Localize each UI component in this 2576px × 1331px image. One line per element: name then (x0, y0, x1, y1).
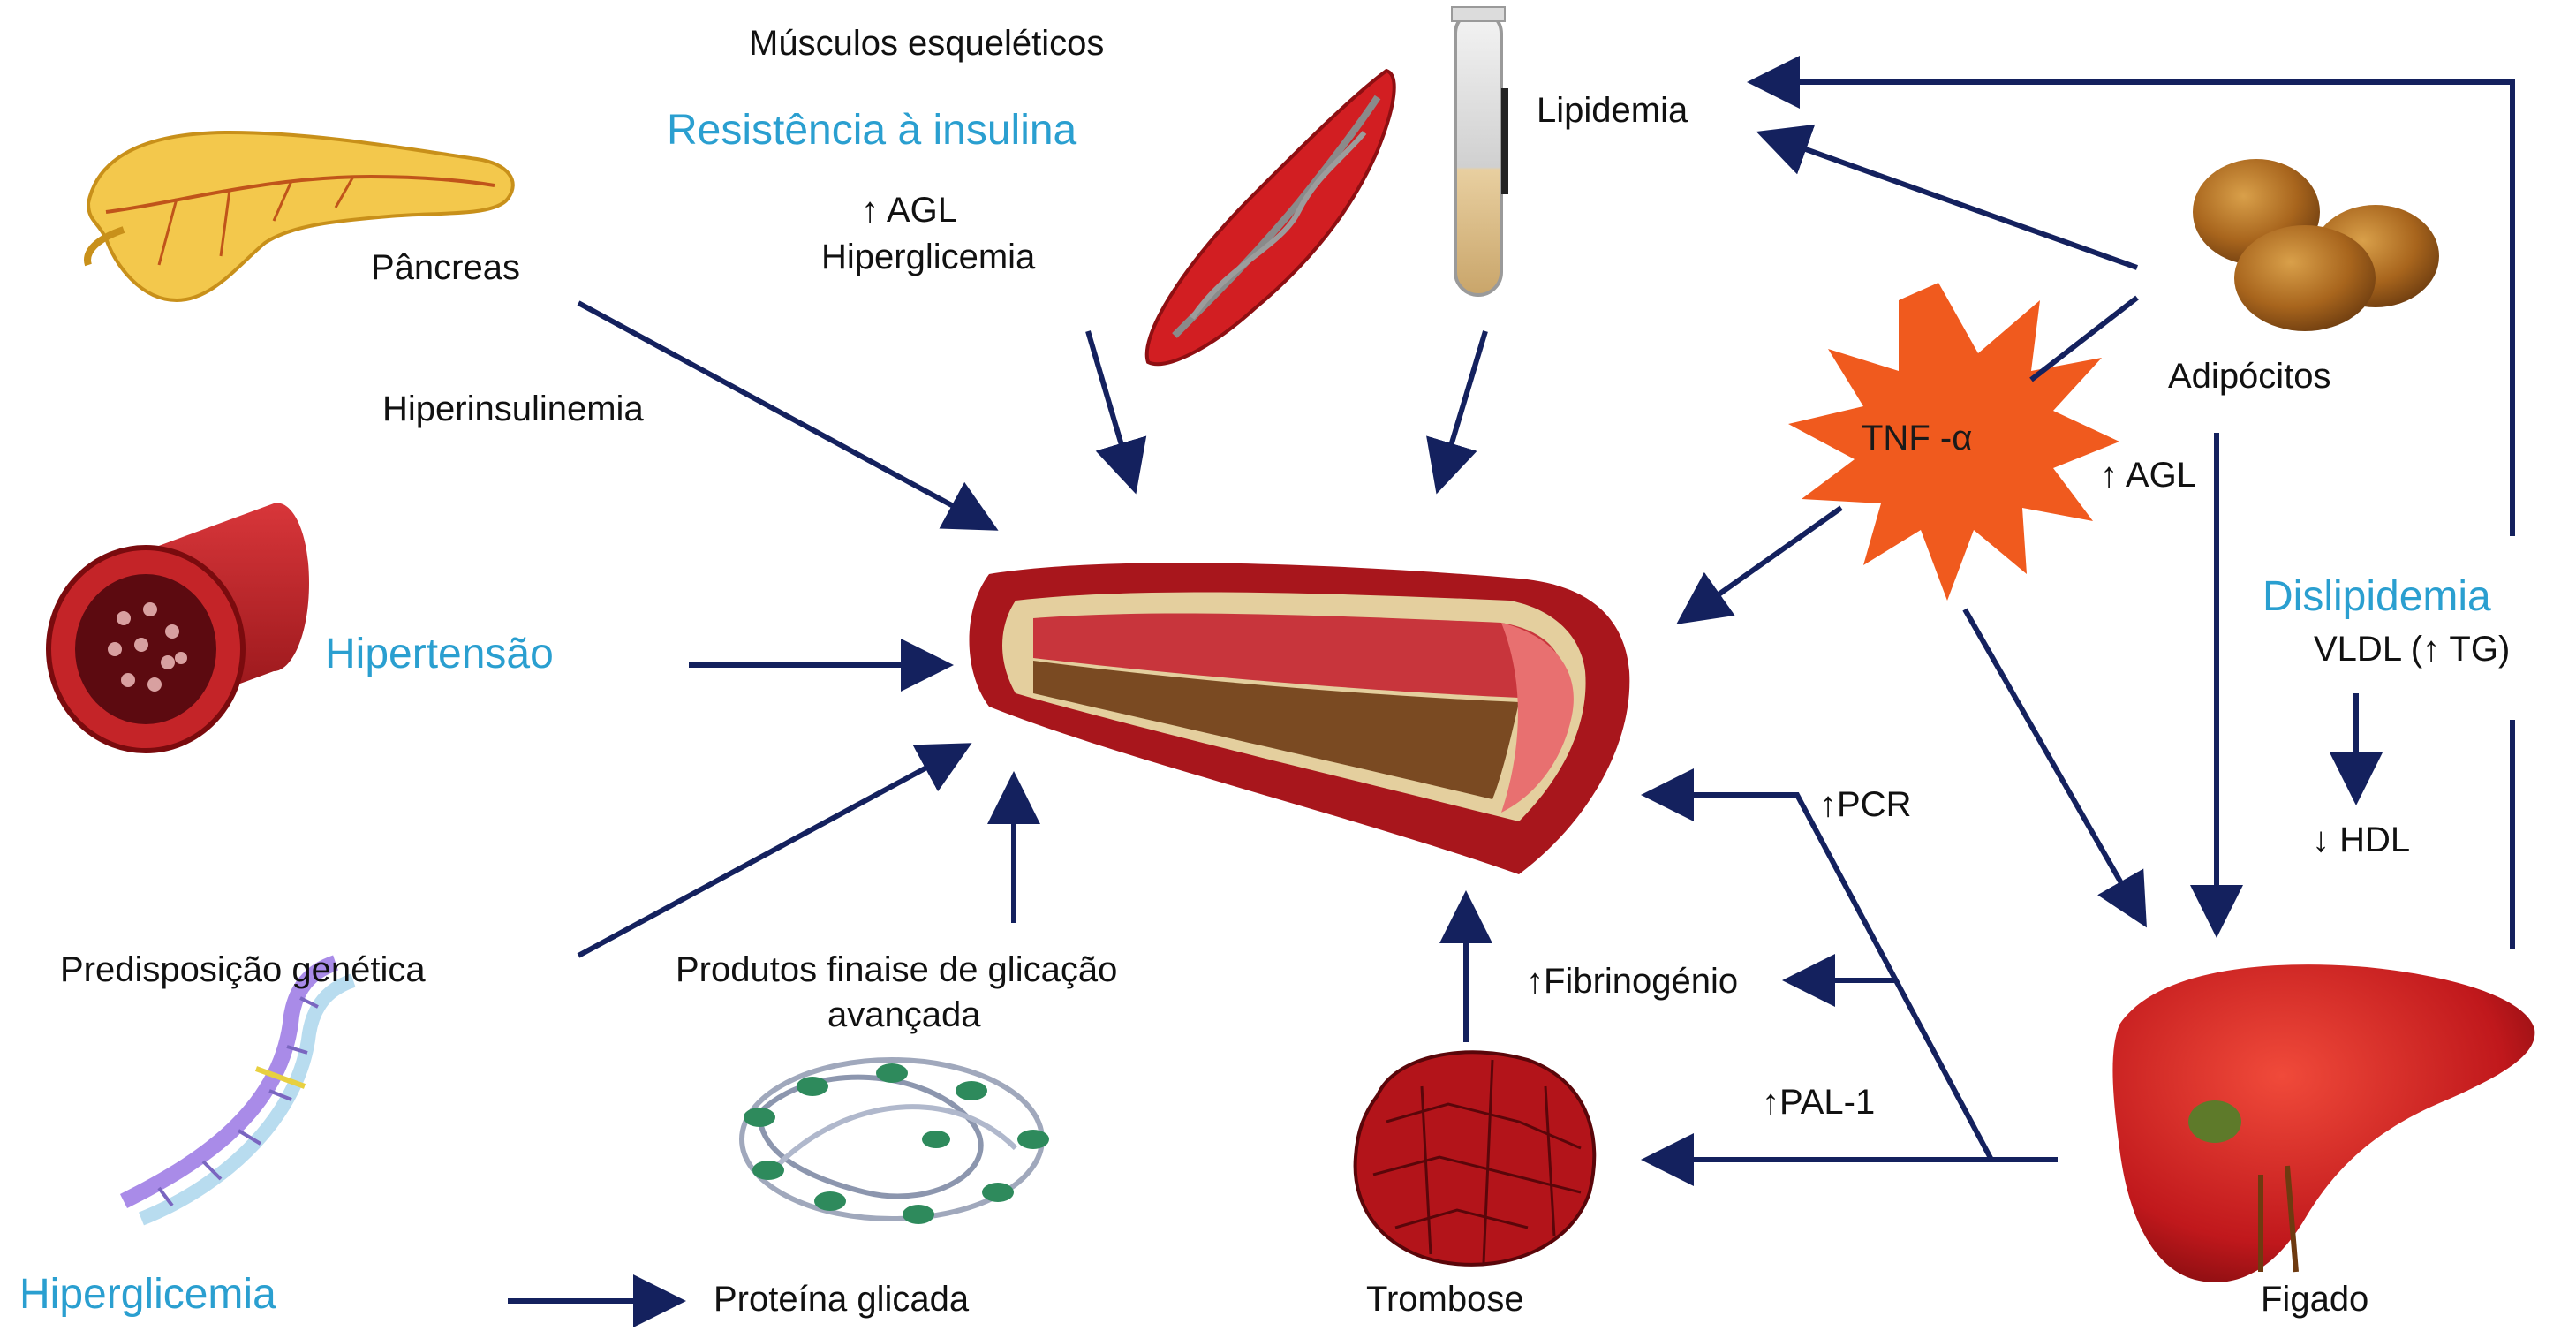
label-agl-tnf: ↑ AGL (2100, 456, 2196, 495)
arrow-tnf-liver (1962, 608, 2147, 928)
label-pcr: ↑PCR (1819, 785, 1912, 824)
label-agl-up: ↑ AGL (861, 191, 957, 230)
liver-icon (2112, 964, 2535, 1282)
arrow-adipo-lipidemia (1756, 124, 2139, 270)
label-produtos-line1: Produtos finaise de glicação (676, 950, 1118, 989)
artery-plaque-icon (969, 563, 1630, 874)
thrombus-icon (1353, 1050, 1597, 1267)
pancreas-icon (84, 130, 515, 303)
arrow-pcr (1641, 768, 1994, 1161)
adipocytes-icon (2193, 159, 2439, 331)
blood-vessel-icon (46, 503, 309, 753)
label-resistencia: Resistência à insulina (667, 107, 1077, 154)
label-hipertensao: Hipertensão (325, 631, 554, 677)
label-musculos: Músculos esqueléticos (749, 24, 1105, 63)
muscle-cell-icon (1144, 68, 1396, 367)
label-fibrinogenio: ↑Fibrinogénio (1526, 962, 1739, 1001)
label-hiperglicemia-main: Hiperglicemia (19, 1271, 276, 1318)
arrow-pancreas (577, 300, 999, 531)
label-pal: ↑PAL-1 (1762, 1083, 1876, 1122)
arrows (508, 56, 2515, 1327)
glycated-protein-icon (739, 1057, 1049, 1224)
label-dislipidemia: Dislipidemia (2262, 573, 2491, 620)
arrow-genetic (577, 743, 972, 958)
arrow-lipidemia-artery (1426, 330, 1488, 495)
blood-tube-icon (1451, 6, 1508, 297)
label-hiperglicemia-small: Hiperglicemia (821, 238, 1036, 276)
tnf-burst-icon (1788, 283, 2119, 601)
label-pancreas: Pâncreas (371, 248, 520, 287)
label-predisposicao: Predisposição genética (60, 950, 426, 989)
label-trombose: Trombose (1366, 1280, 1524, 1319)
label-adipocitos: Adipócitos (2168, 357, 2331, 396)
label-vldl: VLDL (↑ TG) (2314, 630, 2511, 669)
arrow-tnf-artery (1676, 505, 1843, 624)
arrow-dyslipidemia-lipidemia (1747, 56, 2515, 536)
label-hdl: ↓ HDL (2312, 821, 2411, 859)
arrow-muscle (1085, 330, 1147, 495)
label-hiperinsulinemia: Hiperinsulinemia (382, 389, 644, 428)
line-adipo-tnf (2029, 295, 2139, 382)
label-tnf: TNF -α (1862, 419, 1973, 458)
label-proteina: Proteína glicada (714, 1280, 970, 1319)
dna-icon (119, 955, 356, 1226)
label-lipidemia: Lipidemia (1537, 91, 1688, 130)
label-produtos-line2: avançada (827, 995, 981, 1034)
label-figado: Figado (2261, 1280, 2369, 1319)
